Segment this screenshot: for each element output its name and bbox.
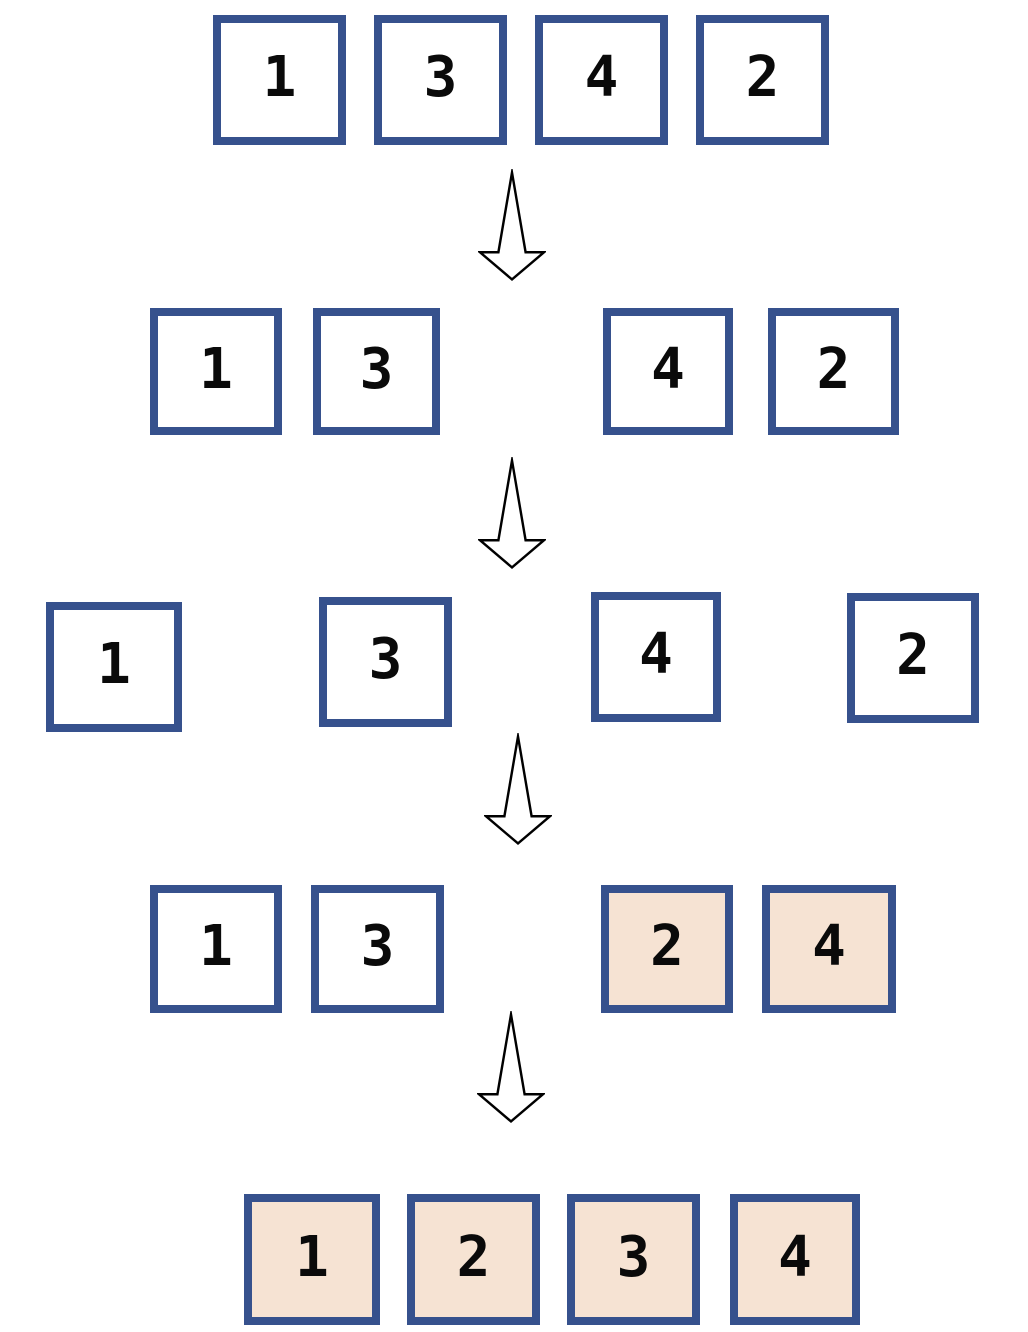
row-2-split-into-pairs-box-value-1: 1	[150, 308, 282, 435]
box-value-label: 2	[456, 1224, 491, 1290]
box-value-label: 1	[262, 45, 297, 110]
row-5-sorted-array-box-value-2: 2	[407, 1194, 540, 1325]
box-value-label: 2	[896, 623, 930, 688]
down-arrow-1-icon	[478, 169, 546, 283]
row-1-initial-array-box-value-2: 2	[696, 15, 829, 145]
row-5-sorted-array-box-value-3: 3	[567, 1194, 700, 1325]
box-value-label: 1	[199, 914, 233, 979]
box-value-label: 2	[745, 45, 780, 110]
row-3-split-into-singles-box-value-2: 2	[847, 593, 979, 723]
box-value-label: 3	[616, 1224, 651, 1290]
row-3-split-into-singles-box-value-4: 4	[591, 592, 721, 722]
box-value-label: 3	[360, 914, 395, 979]
box-value-label: 2	[650, 914, 684, 979]
box-value-label: 4	[584, 45, 619, 110]
box-value-label: 3	[359, 336, 394, 402]
box-value-label: 3	[423, 45, 458, 110]
row-5-sorted-array-box-value-4: 4	[730, 1194, 860, 1325]
down-arrow-4-icon	[477, 1011, 545, 1125]
box-value-label: 4	[778, 1224, 812, 1290]
row-4-merge-pairs-box-value-1: 1	[150, 885, 282, 1013]
row-1-initial-array-box-value-3: 3	[374, 15, 507, 145]
box-value-label: 1	[199, 336, 233, 402]
row-2-split-into-pairs-box-value-2: 2	[768, 308, 899, 435]
box-value-label: 4	[651, 336, 685, 402]
row-4-merge-pairs-box-value-3: 3	[311, 885, 444, 1013]
row-3-split-into-singles-box-value-1: 1	[46, 602, 182, 732]
row-1-initial-array-box-value-1: 1	[213, 15, 346, 145]
box-value-label: 3	[368, 627, 403, 692]
row-2-split-into-pairs-box-value-3: 3	[313, 308, 440, 435]
row-4-merge-pairs-box-value-4: 4	[762, 885, 896, 1013]
box-value-label: 1	[97, 632, 131, 697]
box-value-label: 4	[639, 622, 673, 687]
row-5-sorted-array-box-value-1: 1	[244, 1194, 380, 1325]
down-arrow-2-icon	[478, 457, 546, 571]
down-arrow-3-icon	[484, 733, 552, 847]
box-value-label: 2	[816, 336, 851, 402]
row-1-initial-array-box-value-4: 4	[535, 15, 668, 145]
row-2-split-into-pairs-box-value-4: 4	[603, 308, 733, 435]
box-value-label: 1	[295, 1224, 329, 1290]
row-4-merge-pairs-box-value-2: 2	[601, 885, 733, 1013]
box-value-label: 4	[812, 914, 846, 979]
row-3-split-into-singles-box-value-3: 3	[319, 597, 452, 727]
